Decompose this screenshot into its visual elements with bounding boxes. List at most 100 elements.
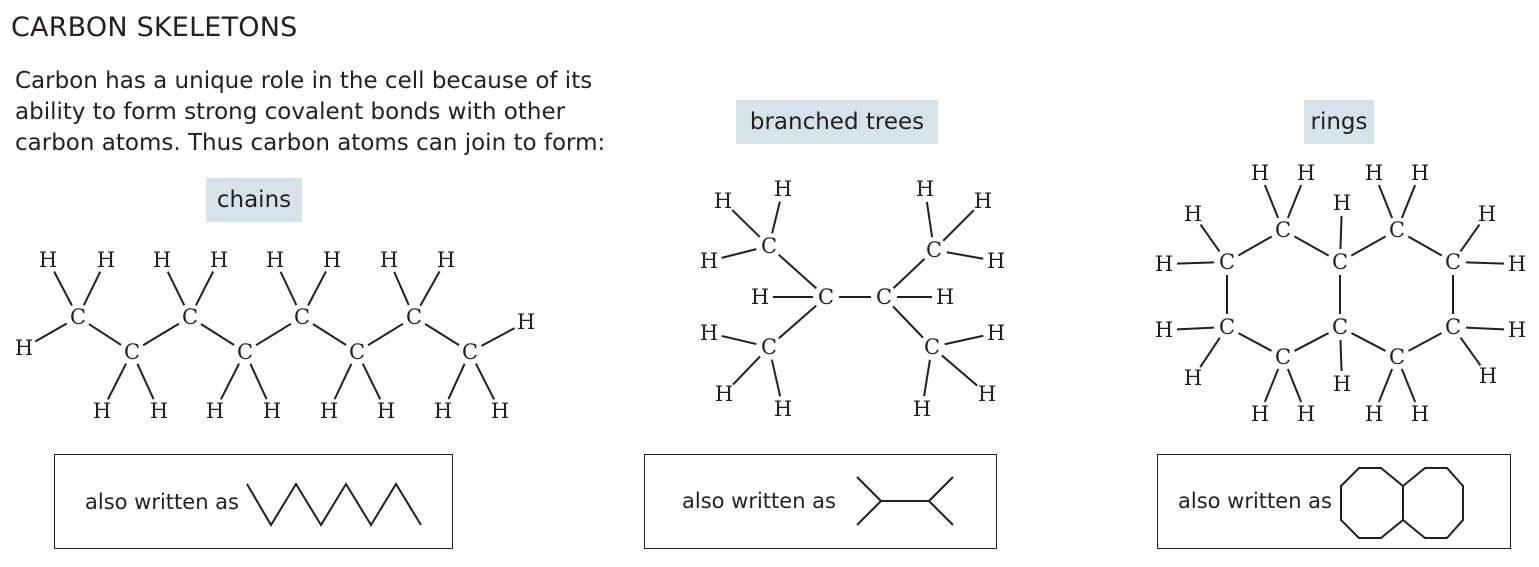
bond-line — [1263, 368, 1280, 403]
hydrogen-atom: H — [1297, 402, 1315, 426]
bond-line — [1459, 224, 1481, 252]
carbon-atom: C — [1275, 218, 1291, 242]
bond-line — [200, 323, 235, 346]
hydrogen-atom: H — [320, 399, 338, 423]
branched-note-text: also written as — [682, 489, 836, 513]
bond-line — [1199, 224, 1221, 252]
hydrogen-atom: H — [93, 399, 111, 423]
hydrogen-atom: H — [1155, 252, 1173, 276]
carbon-atom: C — [1219, 250, 1235, 274]
hydrogen-atom: H — [1365, 161, 1383, 185]
hydrogen-atom: H — [1478, 202, 1496, 226]
carbon-atom: C — [926, 238, 942, 262]
hydrogen-atom: H — [437, 248, 455, 272]
bond-line — [721, 248, 757, 259]
bond-line — [1465, 261, 1505, 265]
bond-line — [393, 271, 410, 306]
bond-line — [892, 258, 926, 289]
bond-line — [946, 251, 984, 260]
bond-line — [925, 201, 934, 238]
hydrogen-atom: H — [1508, 318, 1526, 342]
bond-line — [1400, 184, 1417, 219]
carbon-atom: C — [349, 340, 365, 364]
fused-hexagon-skeletal-formula — [1340, 467, 1464, 539]
hydrogen-atom: H — [1411, 161, 1429, 185]
bond-line — [771, 201, 781, 234]
bond-line — [1377, 184, 1394, 219]
bond-line — [53, 271, 73, 306]
hydrogen-atom: H — [974, 189, 992, 213]
chains-skeletal-box: also written as — [54, 454, 453, 549]
bond-line — [107, 363, 127, 400]
bond-line — [220, 363, 240, 400]
carbon-atom: C — [876, 285, 892, 309]
bond-line — [333, 363, 353, 400]
bond-line — [1286, 368, 1303, 403]
hydrogen-atom: H — [150, 399, 168, 423]
carbon-atom: C — [761, 234, 777, 258]
bond-line — [1465, 326, 1505, 331]
bond-line — [1339, 339, 1343, 372]
hydrogen-atom: H — [323, 248, 341, 272]
hydrogen-atom: H — [987, 249, 1005, 273]
carbon-atom: C — [294, 305, 310, 329]
bond-line — [419, 270, 441, 307]
bond-line — [447, 363, 466, 400]
hydrogen-atom: H — [1479, 364, 1497, 388]
hydrogen-atom: H — [978, 382, 996, 406]
bond-line — [1294, 332, 1329, 352]
bond-line — [82, 271, 102, 306]
carbon-atom: C — [1389, 345, 1405, 369]
hydrogen-atom: H — [987, 321, 1005, 345]
hydrogen-atom: H — [1251, 161, 1269, 185]
hydrogen-atom: H — [206, 399, 224, 423]
bond-line — [1351, 332, 1386, 352]
branched-skeletal-box: also written as — [644, 454, 997, 549]
bond-line — [1377, 368, 1394, 403]
hydrogen-atom: H — [380, 248, 398, 272]
hydrogen-atom: H — [517, 310, 535, 334]
hydrogen-atom: H — [97, 248, 115, 272]
hydrogen-atom: H — [1251, 402, 1269, 426]
bond-line — [778, 304, 817, 340]
hydrogen-atom: H — [15, 336, 33, 360]
bond-line — [307, 271, 327, 306]
bond-line — [892, 305, 924, 339]
hydrogen-atom: H — [39, 248, 57, 272]
branched-skeletal-formula — [856, 476, 954, 526]
bond-line — [731, 209, 761, 238]
bond-line — [941, 354, 978, 387]
carbon-atom: C — [237, 340, 253, 364]
bond-line — [1199, 337, 1221, 368]
bond-line — [1286, 184, 1303, 219]
hydrogen-atom: H — [1411, 402, 1429, 426]
carbon-atom: C — [1445, 250, 1461, 274]
hydrogen-atom: H — [1333, 191, 1351, 215]
bond-line — [1407, 332, 1443, 352]
bond-line — [1176, 261, 1215, 265]
bond-line — [1407, 235, 1443, 257]
branched-trees-label: branched trees — [736, 100, 938, 144]
bond-line — [361, 363, 382, 400]
bond-line — [721, 334, 757, 346]
bond-line — [34, 322, 68, 343]
hydrogen-atom: H — [1184, 366, 1202, 390]
page-title: CARBON SKELETONS — [11, 12, 298, 43]
bond-line — [195, 271, 214, 306]
hydrogen-atom: H — [916, 177, 934, 201]
hydrogen-atom: H — [153, 248, 171, 272]
carbon-atom: C — [182, 305, 198, 329]
intro-line: ability to form strong covalent bonds wi… — [15, 99, 566, 125]
intro-line: carbon atoms. Thus carbon atoms can join… — [15, 130, 606, 156]
bond-line — [166, 271, 186, 306]
bond-line — [136, 363, 155, 400]
bond-line — [778, 253, 817, 290]
bond-line — [475, 363, 495, 400]
carbon-atom: C — [1275, 345, 1291, 369]
hydrogen-atom: H — [1297, 161, 1315, 185]
hydrogen-atom: H — [1508, 252, 1526, 276]
carbon-atom: C — [124, 340, 140, 364]
hydrogen-atom: H — [434, 399, 452, 423]
